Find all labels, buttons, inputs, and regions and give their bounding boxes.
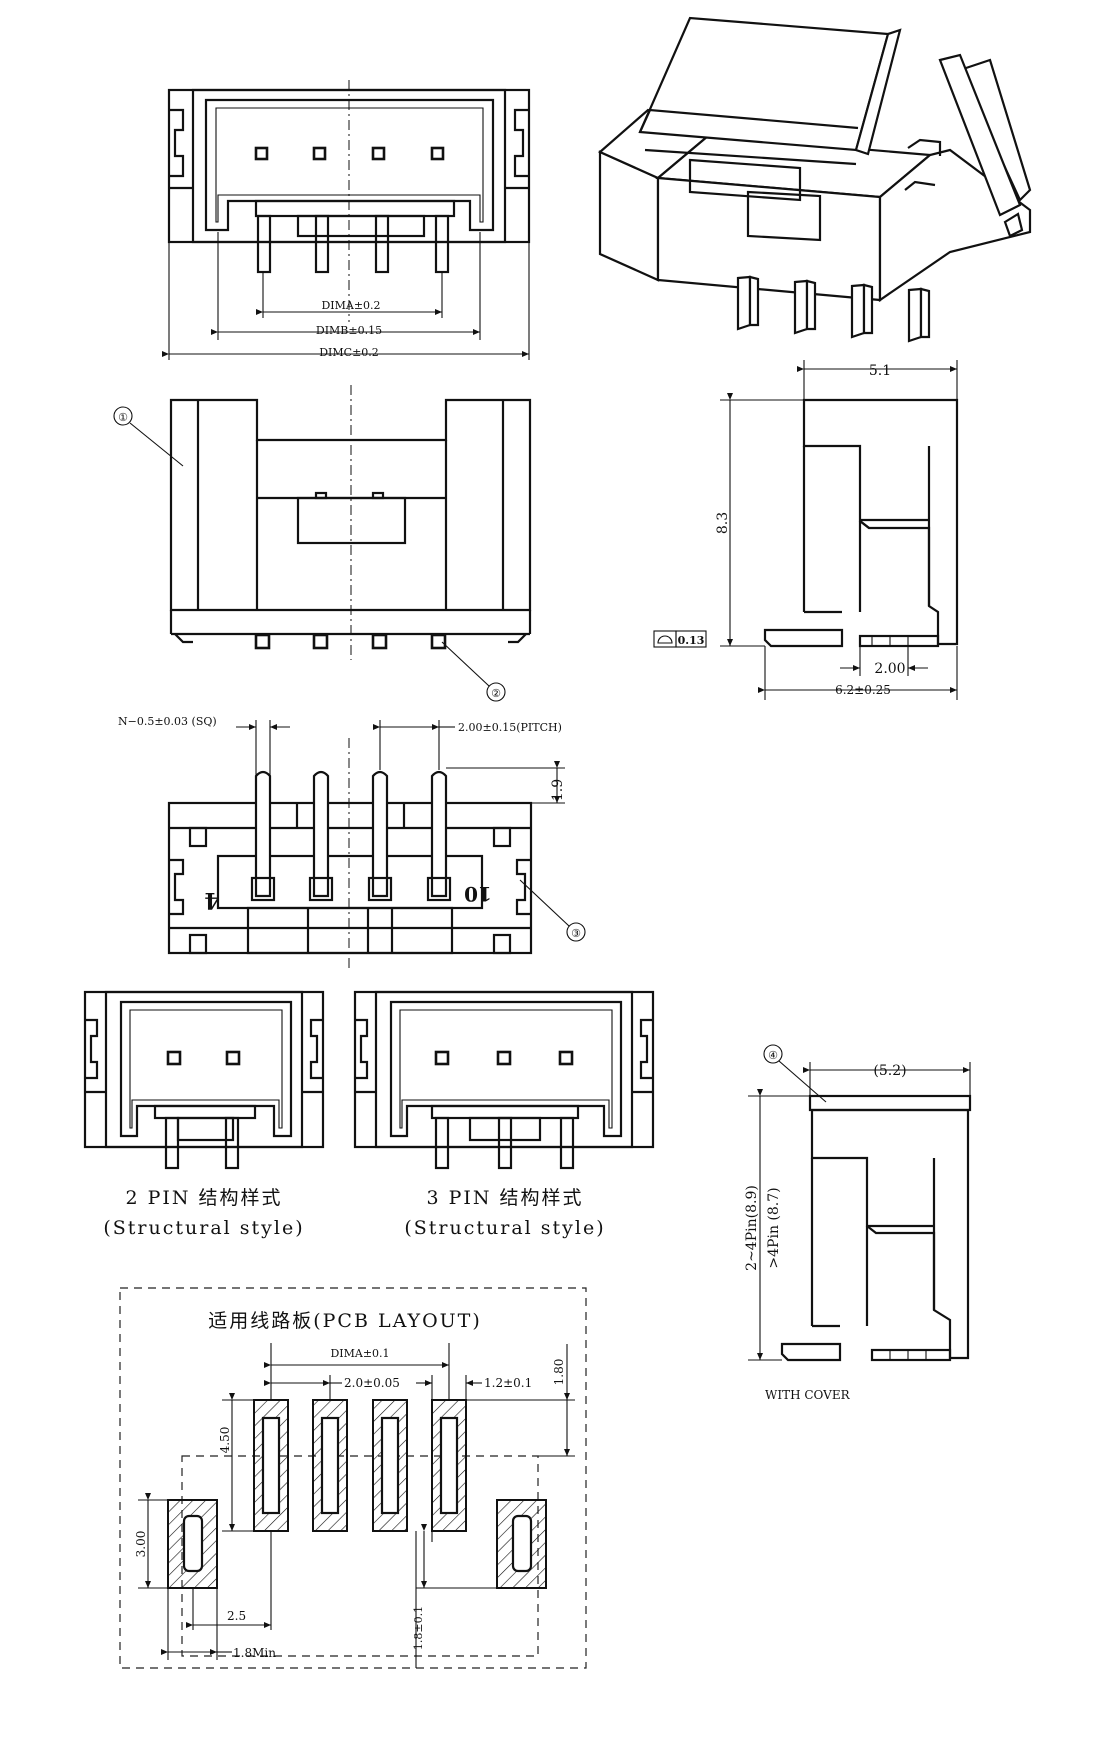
cover-label: WITH COVER — [765, 1388, 851, 1402]
pin-length: 1.9 — [550, 779, 566, 801]
side-pitch: 2.00 — [874, 661, 905, 677]
pcb-pad-offset: 1.80 — [552, 1359, 566, 1386]
pcb-anchor-gap: 2.5 — [227, 1609, 246, 1623]
front-dim-c: DIMC±0.2 — [319, 346, 379, 359]
two-pin-title: 2 PIN 结构样式 — [125, 1187, 282, 1209]
pcb-anchor-width: 1.8Min — [233, 1646, 276, 1660]
top-view: ① ② — [113, 385, 532, 702]
three-pin-subtitle: (Structural style) — [404, 1217, 605, 1239]
front-view: DIMA±0.2 DIMB±0.15 DIMC±0.2 — [162, 80, 531, 360]
side-view: 5.1 8.3 0.13 2.00 6.2±0.25 — [653, 360, 959, 700]
marking-first: 4 — [204, 887, 219, 913]
side-width: 5.1 — [869, 363, 891, 379]
pin-size: N−0.5±0.03 (SQ) — [118, 715, 217, 728]
callout-4: ④ — [768, 1049, 778, 1062]
bottom-view: 4 10 N−0.5±0.03 (SQ) 2.00±0.15(PITCH) 1.… — [118, 715, 586, 968]
bottom-pitch: 2.00±0.15(PITCH) — [458, 721, 562, 734]
cover-height-gt4: >4Pin (8.7) — [766, 1187, 782, 1268]
pcb-anchor-height: 3.00 — [134, 1531, 148, 1558]
side-depth: 6.2±0.25 — [835, 683, 891, 697]
pcb-layout: 适用线路板(PCB LAYOUT) DIMA±0.1 2.0±0.05 1.2±… — [119, 1287, 587, 1669]
pcb-title: 适用线路板(PCB LAYOUT) — [208, 1310, 482, 1332]
pcb-dim-a: DIMA±0.1 — [330, 1347, 389, 1360]
three-pin-title: 3 PIN 结构样式 — [426, 1187, 583, 1209]
two-pin-subtitle: (Structural style) — [103, 1217, 304, 1239]
cover-width: (5.2) — [873, 1063, 906, 1079]
side-height: 8.3 — [715, 512, 731, 534]
pcb-pad-width: 1.2±0.1 — [484, 1376, 532, 1390]
callout-1: ① — [118, 411, 128, 424]
three-pin-variant: 3 PIN 结构样式 (Structural style) — [353, 990, 655, 1239]
cover-view: (5.2) 2~4Pin(8.9) >4Pin (8.7) WITH COVER… — [744, 1044, 972, 1402]
isometric-view — [597, 16, 1032, 343]
callout-2: ② — [491, 687, 501, 700]
two-pin-variant: 2 PIN 结构样式 (Structural style) — [83, 990, 325, 1239]
cover-height-le4: 2~4Pin(8.9) — [744, 1185, 760, 1271]
pcb-pitch: 2.0±0.05 — [344, 1376, 400, 1390]
pcb-anchor-offset: 1.8±0.1 — [412, 1606, 425, 1650]
pcb-pad-length: 4.50 — [218, 1427, 232, 1454]
front-dim-b: DIMB±0.15 — [316, 324, 382, 337]
front-dim-a: DIMA±0.2 — [321, 299, 380, 312]
marking-last: 10 — [464, 882, 492, 906]
callout-3: ③ — [571, 927, 581, 940]
flatness-value: 0.13 — [678, 634, 705, 647]
